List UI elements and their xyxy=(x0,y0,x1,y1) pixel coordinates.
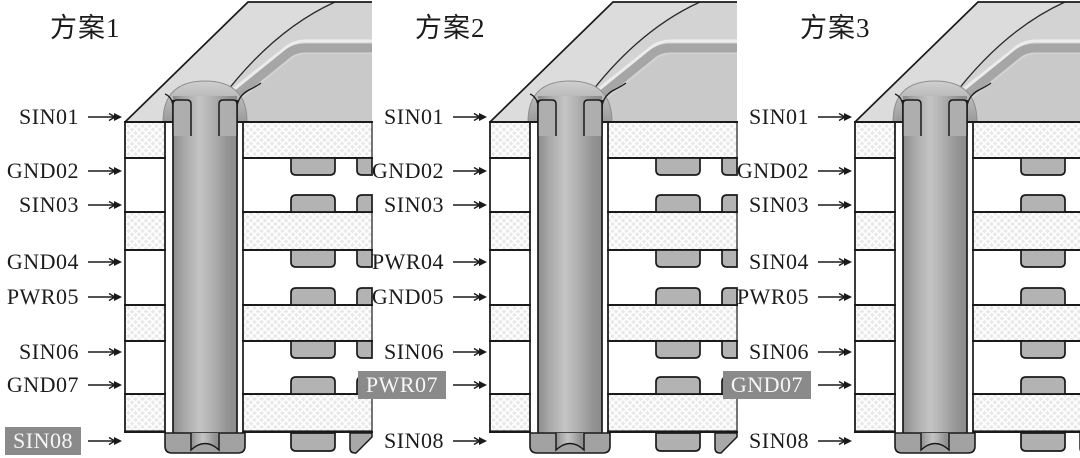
layer-label: SIN06 xyxy=(19,339,79,364)
layer-label: PWR04 xyxy=(371,249,444,274)
layer-label-row: GND07 xyxy=(2,370,122,400)
layer-label: GND04 xyxy=(6,249,79,274)
layer-label: SIN04 xyxy=(749,249,809,274)
arrow-icon xyxy=(88,257,122,267)
arrow-icon xyxy=(88,436,122,446)
layer-label-row: PWR04 xyxy=(352,247,487,277)
arrow-icon xyxy=(818,200,852,210)
layer-label: SIN08 xyxy=(384,428,444,453)
layer-label-row: GND07 xyxy=(717,370,852,400)
arrow-icon xyxy=(453,292,487,302)
arrow-icon xyxy=(453,436,487,446)
panel-title-2: 方案2 xyxy=(415,13,486,43)
arrow-icon xyxy=(818,257,852,267)
layer-label: GND07 xyxy=(6,372,79,397)
layer-label-row: PWR05 xyxy=(717,282,852,312)
layer-label-row: SIN01 xyxy=(2,102,122,132)
arrow-icon xyxy=(88,200,122,210)
layer-label: GND05 xyxy=(371,284,444,309)
layer-label: SIN08 xyxy=(749,428,809,453)
panel-title-1: 方案1 xyxy=(50,13,121,43)
layer-label-row: SIN03 xyxy=(717,190,852,220)
layer-label-row: GND02 xyxy=(717,156,852,186)
layer-label-row: SIN03 xyxy=(352,190,487,220)
layer-label-row: SIN01 xyxy=(717,102,852,132)
layer-label-row: GND04 xyxy=(2,247,122,277)
layer-label-row: PWR07 xyxy=(352,370,487,400)
pcb-diagram-scheme3 xyxy=(855,2,1080,453)
layer-label-row: GND05 xyxy=(352,282,487,312)
layer-label: SIN03 xyxy=(19,192,79,217)
layer-label-row: SIN08 xyxy=(352,426,487,456)
layer-label: SIN01 xyxy=(749,104,809,129)
layer-label: SIN06 xyxy=(749,339,809,364)
layer-label: SIN01 xyxy=(384,104,444,129)
layer-label-row: SIN01 xyxy=(352,102,487,132)
layer-label-highlighted: GND07 xyxy=(722,371,811,399)
layer-label-row: SIN03 xyxy=(2,190,122,220)
arrow-icon xyxy=(818,380,852,390)
layer-label-row: SIN08 xyxy=(717,426,852,456)
arrow-icon xyxy=(88,292,122,302)
arrow-icon xyxy=(88,112,122,122)
arrow-icon xyxy=(818,112,852,122)
layer-label: PWR05 xyxy=(6,284,79,309)
arrow-icon xyxy=(818,436,852,446)
arrow-icon xyxy=(453,380,487,390)
arrow-icon xyxy=(88,347,122,357)
layer-label: GND02 xyxy=(371,158,444,183)
arrow-icon xyxy=(453,112,487,122)
arrow-icon xyxy=(88,380,122,390)
layer-label-row: SIN06 xyxy=(352,337,487,367)
layer-label-row: SIN06 xyxy=(2,337,122,367)
layer-label-highlighted: PWR07 xyxy=(357,371,446,399)
layer-label-row: SIN06 xyxy=(717,337,852,367)
layer-label: PWR05 xyxy=(736,284,809,309)
layer-label: SIN03 xyxy=(384,192,444,217)
arrow-icon xyxy=(453,347,487,357)
layer-label-row: GND02 xyxy=(2,156,122,186)
arrow-icon xyxy=(453,166,487,176)
pcb-diagram-scheme1 xyxy=(125,2,372,453)
layer-label-row: PWR05 xyxy=(2,282,122,312)
layer-label-row: SIN08 xyxy=(2,426,122,456)
arrow-icon xyxy=(88,166,122,176)
layer-label: GND02 xyxy=(6,158,79,183)
layer-label: SIN01 xyxy=(19,104,79,129)
layer-label: SIN03 xyxy=(749,192,809,217)
layer-label: GND02 xyxy=(736,158,809,183)
layer-label-row: SIN04 xyxy=(717,247,852,277)
panel-title-3: 方案3 xyxy=(800,13,871,43)
pcb-diagram-scheme2 xyxy=(490,2,737,453)
arrow-icon xyxy=(818,347,852,357)
layer-label-row: GND02 xyxy=(352,156,487,186)
layer-label-highlighted: SIN08 xyxy=(5,427,81,455)
arrow-icon xyxy=(453,200,487,210)
arrow-icon xyxy=(818,292,852,302)
arrow-icon xyxy=(818,166,852,176)
layer-label: SIN06 xyxy=(384,339,444,364)
arrow-icon xyxy=(453,257,487,267)
